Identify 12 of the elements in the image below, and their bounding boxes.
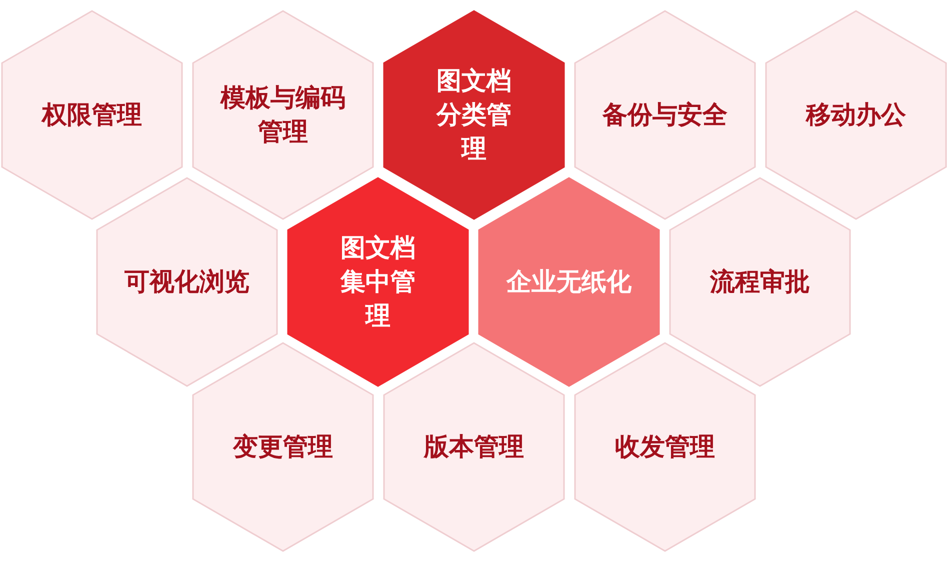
hexagon-tile: 流程审批	[669, 177, 851, 387]
hexagon-tile: 图文档分类管理	[383, 10, 565, 220]
hexagon-tile: 企业无纸化	[478, 177, 660, 387]
hexagon-tile: 备份与安全	[574, 10, 756, 220]
hexagon-tile: 变更管理	[192, 342, 374, 552]
hexagon-tile: 可视化浏览	[96, 177, 278, 387]
hexagon-tile: 版本管理	[383, 342, 565, 552]
hexagon-tile: 权限管理	[1, 10, 183, 220]
hexagon-tile: 收发管理	[574, 342, 756, 552]
hexagon-tile: 模板与编码管理	[192, 10, 374, 220]
hexagon-tile: 移动办公	[765, 10, 947, 220]
hexagon-tile: 图文档集中管理	[287, 177, 469, 387]
